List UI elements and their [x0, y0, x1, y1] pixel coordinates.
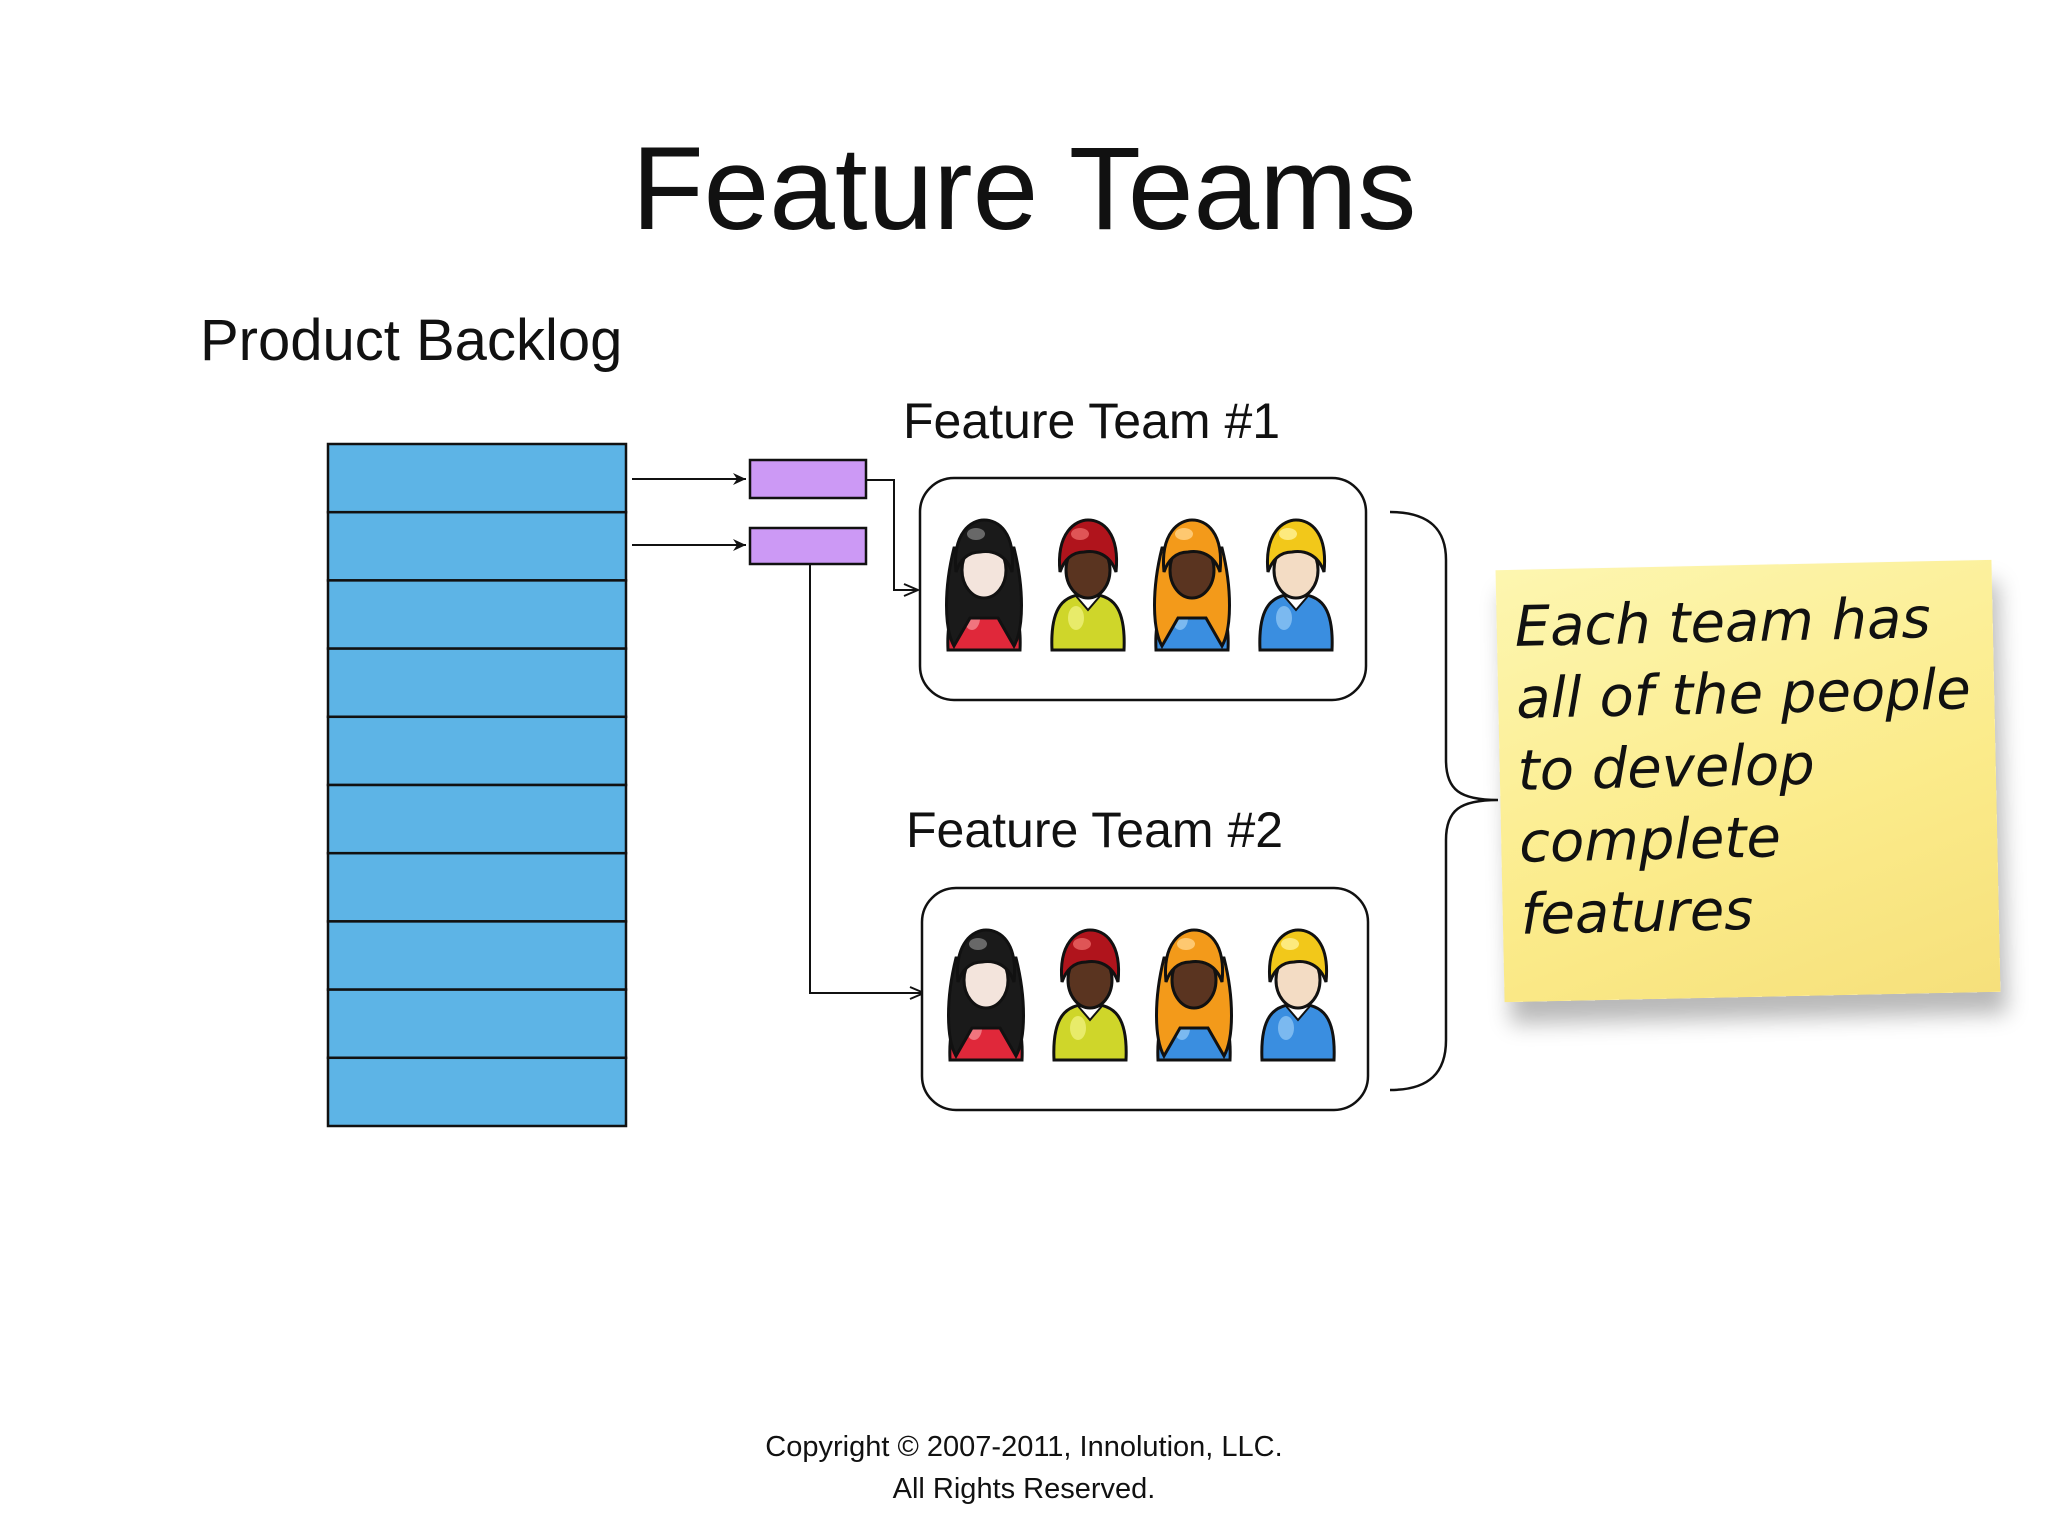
person-yellow-icon	[1052, 928, 1128, 1062]
person-blue-blond-icon	[1258, 518, 1334, 652]
backlog-item	[326, 647, 628, 719]
backlog-item	[326, 579, 628, 650]
person-red-icon	[945, 518, 1023, 652]
sticky-note: Each team has all of the people to devel…	[1495, 559, 2001, 1003]
person-red-icon	[947, 928, 1025, 1062]
backlog-item	[326, 851, 628, 923]
copyright-line: Copyright © 2007-2011, Innolution, LLC.	[765, 1431, 1283, 1463]
person-blue-orange-hair-icon	[1155, 928, 1233, 1062]
note-line-1: Each team has	[1514, 586, 1932, 660]
selected-item-1	[748, 458, 868, 500]
feature-team-1-box	[918, 476, 1368, 702]
feature-team-1-label: Feature Team #1	[903, 393, 1281, 449]
person-yellow-icon	[1050, 518, 1126, 652]
feature-team-2-label: Feature Team #2	[906, 802, 1284, 858]
person-blue-orange-hair-icon	[1153, 518, 1231, 652]
person-blue-blond-icon	[1260, 928, 1336, 1062]
backlog-item	[326, 510, 628, 582]
feature-team-2-box	[920, 886, 1370, 1112]
note-line-5: features	[1520, 877, 1754, 948]
backlog-item	[326, 783, 628, 855]
note-line-4: complete	[1518, 805, 1782, 876]
slide-title: Feature Teams	[631, 123, 1417, 255]
backlog-item	[326, 920, 628, 991]
note-line-3: to develop	[1517, 732, 1816, 804]
backlog-item	[326, 1056, 628, 1128]
product-backlog-label: Product Backlog	[200, 308, 623, 373]
backlog-item	[326, 988, 628, 1060]
note-line-2: all of the people	[1515, 657, 1972, 732]
feature-team-2-members	[947, 928, 1336, 1062]
curly-brace	[1389, 510, 1499, 1092]
product-backlog-stack	[326, 442, 628, 1128]
connector-item-1-to-team-1	[866, 479, 918, 590]
footer: Copyright © 2007-2011, Innolution, LLC. …	[0, 1426, 2048, 1510]
selected-item-2	[748, 526, 868, 566]
backlog-item	[326, 715, 628, 787]
feature-team-1-members	[945, 518, 1334, 652]
rights-line: All Rights Reserved.	[892, 1473, 1156, 1505]
connector-item-2-to-team-2	[809, 564, 924, 993]
backlog-item	[326, 442, 628, 514]
